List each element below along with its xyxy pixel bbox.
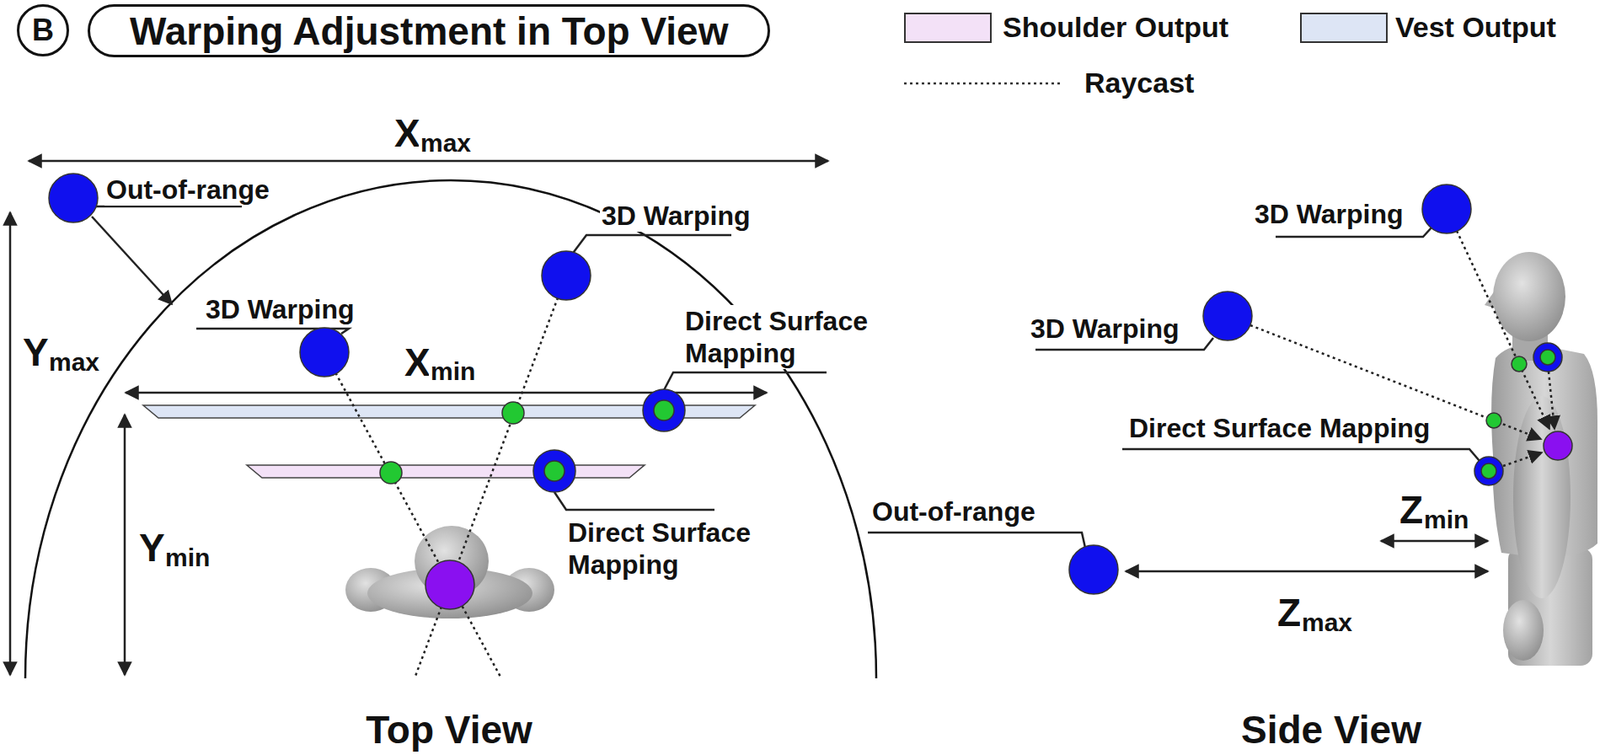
side-callout-leaders [867, 226, 1480, 548]
callout-label: 3D Warping [1252, 198, 1406, 231]
top-view-points-part [642, 389, 685, 432]
user-side-figure [1484, 251, 1598, 666]
top-view-dimensions [10, 160, 829, 675]
callout-label: 3D Warping [203, 294, 357, 326]
dimension-subscript: max [1300, 608, 1354, 638]
node-text: Warping Adjustment in Top View [129, 11, 728, 51]
callout-label: Out-of-range [104, 174, 272, 206]
user-side-figure-part [1503, 599, 1544, 661]
side-dimensions-part [1380, 540, 1488, 543]
dimension-subscript: min [163, 543, 212, 573]
callout-label: Direct Surface Mapping [566, 516, 781, 581]
raycast-sample [904, 82, 1061, 86]
view-caption: Side View [1239, 707, 1424, 753]
top-view-points-part [502, 401, 525, 424]
side-callout-leaders-part [1122, 449, 1480, 461]
view-caption: Top View [363, 707, 535, 753]
side-raycasts-part [1548, 371, 1555, 429]
dimension-subscript: min [1422, 505, 1471, 536]
legend-text: Raycast [1084, 66, 1194, 100]
top-view-points-part [653, 400, 675, 421]
side-dimensions [1125, 540, 1488, 572]
title-pill: Warping Adjustment in Top View [87, 4, 771, 58]
panel-letter-circle: B [16, 4, 70, 57]
user-side-figure-part [1484, 290, 1496, 309]
callout-leaders-part [554, 492, 715, 510]
dimension-letter: Z [1397, 487, 1425, 533]
dimension-letter: Y [21, 330, 51, 375]
side-view-points-part [1511, 356, 1527, 372]
dimension-subscript: max [47, 347, 102, 378]
range-arc [25, 180, 877, 679]
side-view-points-part [1203, 291, 1253, 341]
side-view-points-part [1069, 545, 1119, 594]
side-view-points-part [1540, 349, 1556, 365]
dimension-letter: X [392, 111, 423, 156]
callout-label: 3D Warping [599, 200, 753, 232]
side-view-points-part [1474, 456, 1504, 486]
dimension-letter: Z [1275, 590, 1303, 636]
side-dimensions-part [1125, 570, 1488, 573]
legend-text: Vest Output [1395, 10, 1557, 44]
side-view-points-part [1481, 463, 1497, 479]
shoulder-output-band [246, 465, 645, 478]
top-view-points-part [425, 560, 475, 610]
legend-text: Shoulder Output [1002, 10, 1229, 44]
raycast-lines [324, 275, 567, 679]
legend-swatch [904, 12, 992, 43]
side-callout-leaders-part [867, 532, 1086, 548]
callout-label: Direct Surface Mapping [683, 305, 898, 370]
user-top-figure [345, 525, 555, 619]
callout-leaders-part [571, 235, 732, 256]
side-view-points-part [1543, 431, 1573, 461]
side-raycasts-part [1503, 452, 1542, 466]
side-view-points-part [1422, 184, 1472, 234]
dimension-subscript: max [418, 128, 473, 159]
out-of-range-arrow [91, 216, 172, 305]
callout-leaders-part [663, 372, 827, 391]
top-view-points-part [299, 327, 349, 377]
callout-label: Direct Surface Mapping [1127, 412, 1432, 445]
legend-swatch [1300, 12, 1388, 43]
node-text: B [32, 15, 54, 46]
side-view-points-part [1533, 342, 1563, 372]
raycast-lines-part [324, 352, 502, 679]
top-view-points-part [533, 449, 576, 493]
dimension-letter: X [402, 340, 433, 386]
top-view-points-part [541, 251, 591, 300]
callout-label: Out-of-range [870, 496, 1038, 528]
dimension-letter: Y [137, 525, 167, 571]
top-view-dimensions-part [9, 212, 12, 675]
side-view-points [1069, 184, 1573, 594]
top-view-points-part [544, 460, 565, 482]
top-view-points-part [48, 173, 98, 223]
top-view-dimensions-part [123, 414, 127, 675]
user-side-figure-part [1492, 251, 1566, 342]
side-raycasts-part [1456, 230, 1550, 429]
top-view-points-part [379, 461, 402, 484]
dimension-subscript: min [428, 357, 477, 387]
callout-leaders-part [92, 205, 242, 209]
top-view-dimensions-part [28, 160, 829, 163]
side-view-points-part [1486, 412, 1502, 429]
user-side-figure-part [1513, 395, 1571, 599]
callout-label: 3D Warping [1028, 313, 1182, 345]
